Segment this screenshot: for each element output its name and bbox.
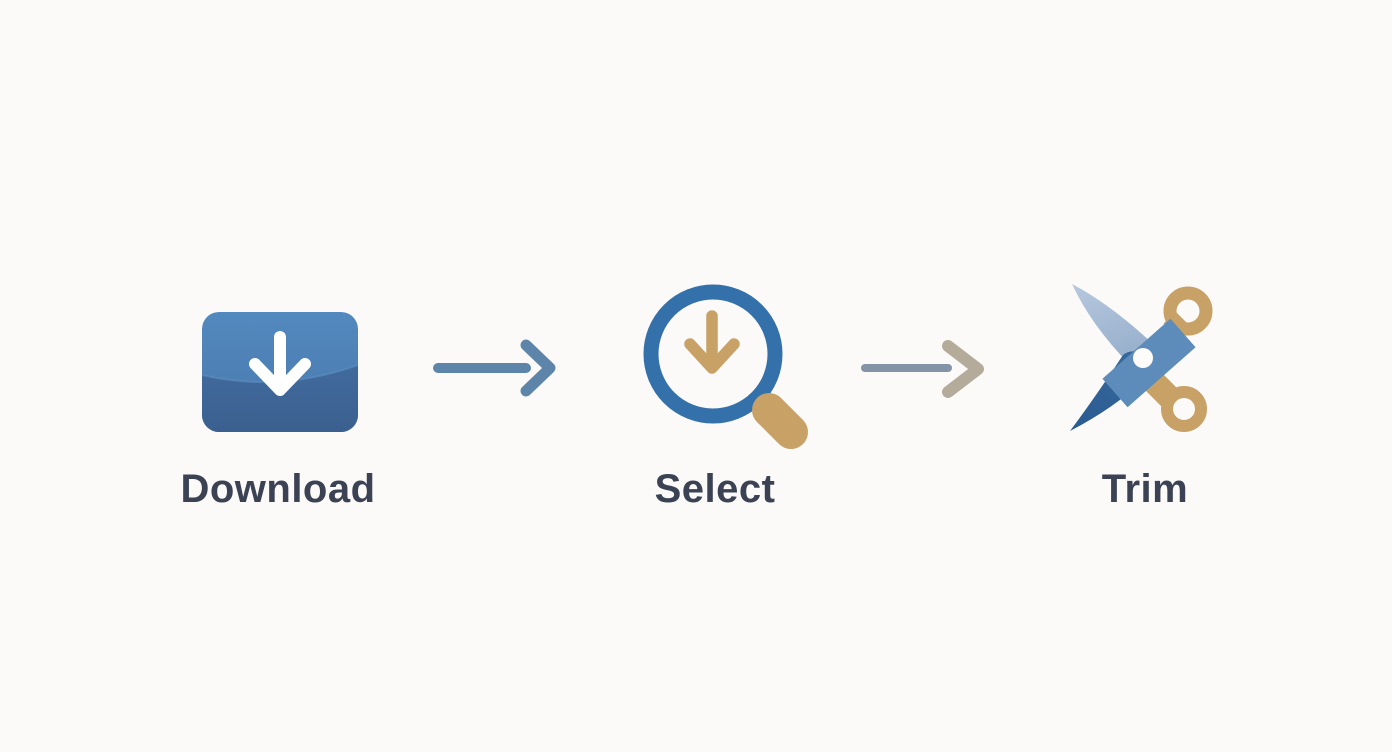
- step-label-select: Select: [654, 467, 776, 511]
- magnifier-down-arrow-icon: [643, 284, 808, 449]
- step-download: [202, 312, 358, 437]
- flow-arrow-2-icon: [861, 340, 984, 398]
- flow-arrow-1-icon: [433, 339, 556, 397]
- step-trim: [1058, 278, 1238, 453]
- step-select: [633, 280, 813, 465]
- step-label-download: Download: [180, 467, 376, 511]
- download-button-icon: [202, 312, 358, 432]
- scissors-icon: [1070, 284, 1213, 432]
- step-label-trim: Trim: [1101, 467, 1189, 511]
